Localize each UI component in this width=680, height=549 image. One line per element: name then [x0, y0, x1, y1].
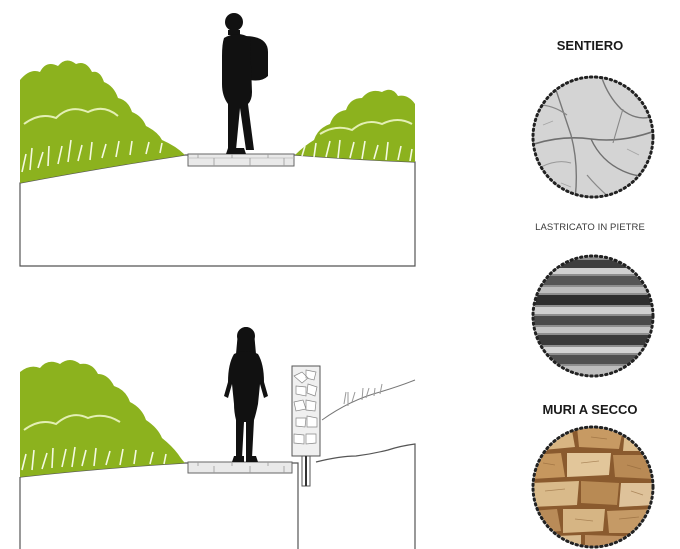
section-path-drawing — [0, 0, 440, 275]
materials-legend: SENTIERO LASTRICATO IN PIETRE — [500, 0, 680, 549]
legend-caption-lastricato: LASTRICATO IN PIETRE — [500, 222, 680, 233]
swatch-stone-path — [531, 75, 655, 199]
dry-stone-wall — [292, 366, 320, 486]
walker-silhouette — [224, 327, 268, 462]
paving-slab — [188, 462, 292, 473]
slope-line — [322, 380, 415, 420]
legend-title-muri: MURI A SECCO — [500, 402, 680, 417]
left-hedge — [20, 360, 185, 477]
cross-section-wall — [0, 320, 440, 549]
cross-section-path — [0, 0, 440, 275]
hiker-silhouette — [222, 13, 268, 154]
ground-profile — [20, 463, 298, 549]
section-wall-drawing — [0, 320, 440, 549]
paving-slab — [188, 154, 294, 166]
swatch-stone-paving — [531, 254, 655, 378]
legend-title-sentiero: SENTIERO — [500, 38, 680, 53]
right-hedge — [295, 90, 415, 162]
swatch-dry-stone-wall — [531, 425, 655, 549]
